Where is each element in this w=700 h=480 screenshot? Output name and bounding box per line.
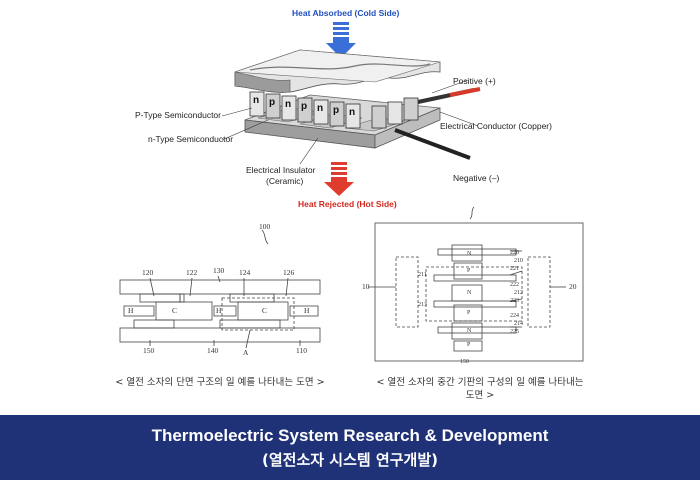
ref-A: A xyxy=(243,348,249,357)
ref-212: 212 xyxy=(514,290,523,296)
heat-absorbed-label: Heat Absorbed (Cold Side) xyxy=(292,8,400,18)
ref-124: 124 xyxy=(239,268,251,277)
positive-wire xyxy=(417,87,481,104)
ref-130: 130 xyxy=(213,266,225,275)
pellet-type: N xyxy=(467,290,472,296)
ref-225: 225 xyxy=(510,329,519,335)
ref-220: 220 xyxy=(510,250,519,256)
pellet-letter: n xyxy=(253,95,260,106)
pellet-type: N xyxy=(467,328,472,334)
ref-10: 10 xyxy=(362,282,370,291)
cell-label: H xyxy=(128,306,134,315)
pellet-letter: p xyxy=(301,101,308,112)
right-caption-line-2: 도면 > xyxy=(465,390,495,401)
substrate-drawing xyxy=(368,206,584,362)
ref-211: 211 xyxy=(418,272,427,278)
pellet-letter: p xyxy=(333,105,340,116)
ref-223: 223 xyxy=(510,298,519,304)
banner-subtitle: (열전소자 시스템 연구개발) xyxy=(262,451,438,469)
cell-label: H xyxy=(216,306,222,315)
pellet-letter: n xyxy=(349,107,356,118)
cold-side-arrow xyxy=(326,22,356,58)
pellet-letter: n xyxy=(317,103,324,114)
n-type-label: n-Type Semiconductor xyxy=(148,134,234,144)
insulator-label-1: Electrical Insulator xyxy=(246,165,316,175)
conductor-label: Electrical Conductor (Copper) xyxy=(440,121,552,131)
ref-222: 222 xyxy=(510,282,519,288)
right-caption-line-1: < 열전 소자의 중간 기판의 구성의 일 예를 나타내는 xyxy=(376,377,584,388)
p-type-label: P-Type Semiconductor xyxy=(135,110,221,120)
pellet-row xyxy=(249,91,419,129)
ref-210: 210 xyxy=(514,258,523,264)
cell-label: C xyxy=(172,306,178,315)
pellet-type: P xyxy=(467,310,471,316)
pellet-letter: n xyxy=(285,99,292,110)
ref-126: 126 xyxy=(283,268,295,277)
pellet-type: P xyxy=(467,342,471,348)
top-ceramic-plate xyxy=(234,49,441,93)
hot-side-arrow xyxy=(324,162,354,196)
ref-213: 213 xyxy=(418,302,427,308)
footer-banner xyxy=(0,415,700,480)
heat-rejected-label: Heat Rejected (Hot Side) xyxy=(298,199,397,209)
pellet-type: N xyxy=(467,251,472,257)
cell-label: C xyxy=(262,306,268,315)
negative-wire xyxy=(394,128,471,160)
ref-150-right: 150 xyxy=(460,359,469,365)
cross-section-drawing xyxy=(119,229,321,349)
ref-140: 140 xyxy=(207,346,219,355)
negative-label: Negative (–) xyxy=(453,173,500,183)
ref-122: 122 xyxy=(186,268,198,277)
ref-120: 120 xyxy=(142,268,154,277)
pellet-type: P xyxy=(467,268,471,274)
ref-221: 221 xyxy=(510,266,519,272)
banner-title: Thermoelectric System Research & Develop… xyxy=(151,426,549,445)
ref-110: 110 xyxy=(296,346,307,355)
ref-20: 20 xyxy=(569,282,577,291)
insulator-label-2: (Ceramic) xyxy=(266,176,304,186)
positive-label: Positive (+) xyxy=(453,76,496,86)
module-drawing xyxy=(221,22,481,196)
ref-150: 150 xyxy=(143,346,155,355)
fig-ref-100: 100 xyxy=(259,222,271,231)
cell-label: H xyxy=(304,306,310,315)
pellet-letter: p xyxy=(269,97,276,108)
ref-214: 214 xyxy=(514,321,523,327)
left-caption: < 열전 소자의 단면 구조의 일 예를 나타내는 도면 > xyxy=(115,377,325,388)
ref-224: 224 xyxy=(510,313,519,319)
